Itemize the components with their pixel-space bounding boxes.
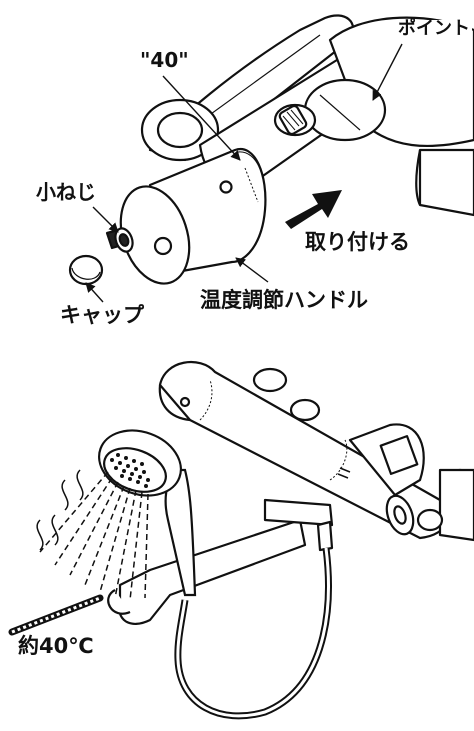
wall-bracket-right xyxy=(418,148,474,217)
dial-value-label: "40" xyxy=(140,48,189,72)
shower-head xyxy=(98,429,197,597)
cap-label: キャップ xyxy=(60,303,144,327)
temperature-handle xyxy=(119,147,267,285)
bottom-figure xyxy=(107,360,474,626)
small-screw-label: 小ねじ xyxy=(36,180,96,204)
attach-label: 取り付ける xyxy=(305,230,410,254)
point-label: ポイント xyxy=(396,18,472,39)
shower-nozzles xyxy=(110,453,150,488)
thermometer xyxy=(8,594,104,636)
steam xyxy=(36,469,84,551)
attach-direction-arrow xyxy=(285,190,342,229)
top-figure xyxy=(68,14,474,286)
mount-base xyxy=(263,498,334,527)
cap-part xyxy=(68,254,104,286)
temperature-label: 約40℃ xyxy=(18,634,94,658)
hose-coupling xyxy=(316,520,334,552)
leader-lines-top xyxy=(85,43,403,303)
water-spray xyxy=(39,471,149,601)
handle-label: 温度調節ハンドル xyxy=(200,288,368,312)
